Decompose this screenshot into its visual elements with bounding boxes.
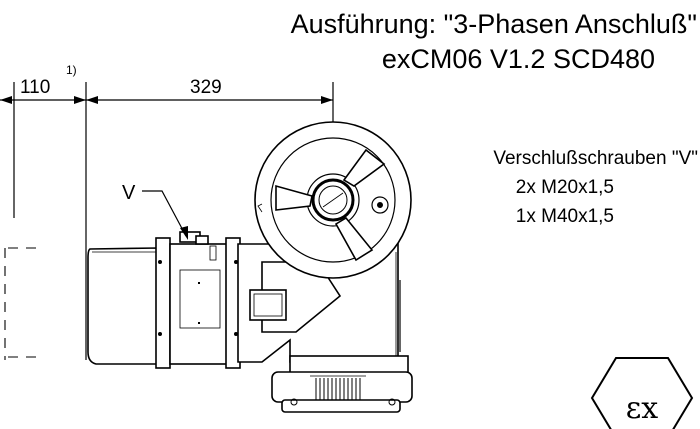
- title-line-1: Ausführung: "3-Phasen Anschluß": [291, 9, 697, 39]
- dimension-110-value: 110: [20, 77, 50, 98]
- dimension-110-footnote: 1): [66, 63, 77, 77]
- output-flange: [271, 355, 413, 413]
- dimension-110: 110 1): [0, 63, 86, 104]
- clearance-outline: [4, 247, 40, 360]
- handwheel: [254, 121, 412, 279]
- plug-marker-label: V: [122, 182, 136, 204]
- plug-marker: V: [122, 182, 188, 240]
- motor-housing: [87, 247, 159, 365]
- note-heading: Verschlußschrauben "V": [493, 148, 698, 169]
- title-line-2: exCM06 V1.2 SCD480: [382, 44, 655, 74]
- ex-mark-symbol: εx: [626, 391, 659, 426]
- ex-mark-icon: εx: [590, 357, 694, 429]
- note-line-1: 2x M20x1,5: [516, 177, 614, 198]
- note-line-2: 1x M40x1,5: [516, 206, 614, 227]
- dimension-329-value: 329: [190, 77, 222, 98]
- dimension-329: 329: [86, 77, 333, 104]
- terminal-box: [155, 231, 241, 369]
